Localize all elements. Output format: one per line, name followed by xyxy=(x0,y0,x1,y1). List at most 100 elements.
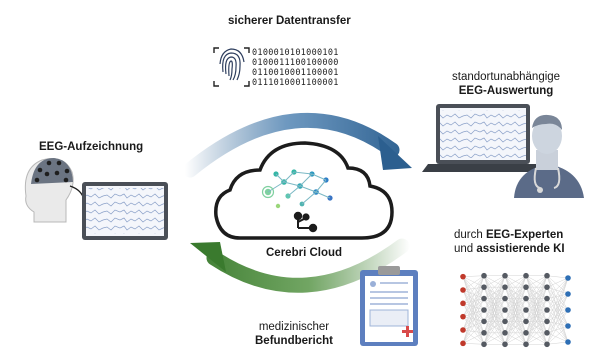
patient-head-eeg-cap xyxy=(24,158,85,223)
neural-network-edge xyxy=(546,275,569,327)
neural-network-edge xyxy=(462,286,485,304)
neural-network-edge xyxy=(504,309,527,345)
neural-network-edge xyxy=(504,275,527,333)
neural-network-edge xyxy=(546,325,569,334)
neural-network-edge xyxy=(462,298,485,304)
neural-network-node xyxy=(544,341,550,348)
neural-network-node xyxy=(481,330,487,336)
neural-network-node xyxy=(460,300,466,307)
neural-network-edge xyxy=(525,332,548,345)
neural-network-node xyxy=(460,273,466,280)
neural-network-node xyxy=(544,272,550,279)
neural-network-node xyxy=(502,307,508,313)
neural-network-edge xyxy=(462,303,485,311)
neural-network-edge xyxy=(546,275,569,343)
binary-line: 0110010001100001 xyxy=(252,68,339,78)
neural-network-edge xyxy=(546,277,569,322)
neural-network-edge xyxy=(483,332,506,345)
doctor-figure xyxy=(514,114,584,198)
neural-network-edge xyxy=(546,321,569,343)
neural-network-edge xyxy=(525,275,548,299)
neural-network-node xyxy=(544,307,550,313)
neural-network-edge xyxy=(546,298,569,343)
neural-network-edge xyxy=(462,298,485,344)
neural-network-edge xyxy=(462,275,485,291)
remote-evaluation-laptop xyxy=(422,104,544,172)
neural-network-node xyxy=(481,272,487,279)
ai-prefix: und xyxy=(454,243,477,255)
ai-bold: assistierende KI xyxy=(476,243,565,255)
neural-network-edge xyxy=(546,287,569,343)
neural-network-edge xyxy=(462,275,485,317)
neural-network-edge xyxy=(462,276,485,333)
neural-network-edge xyxy=(483,275,506,333)
neural-network-edge xyxy=(462,287,485,331)
medical-report-line1: medizinischer xyxy=(258,321,330,333)
neural-network-edge xyxy=(462,321,485,331)
neural-network-node xyxy=(544,330,550,336)
binary-line: 0100011100100000 xyxy=(252,58,339,68)
neural-network-edge xyxy=(546,275,569,295)
neural-network-node xyxy=(460,327,466,333)
neural-network-node xyxy=(460,313,466,320)
neural-network-edge xyxy=(462,275,485,331)
neural-network-edge xyxy=(525,275,548,322)
neural-network-edge xyxy=(504,332,527,345)
neural-network-edge xyxy=(462,275,485,277)
neural-network-node xyxy=(544,284,550,290)
binary-line: 0100010101000101 xyxy=(252,48,339,58)
neural-network-edge xyxy=(546,277,569,299)
neural-network-edge xyxy=(462,287,485,344)
neural-network-edge xyxy=(462,298,485,317)
neural-network-edge xyxy=(504,275,527,311)
neural-network-node xyxy=(481,284,487,290)
neural-network-node xyxy=(481,295,487,302)
neural-network-edge xyxy=(462,332,485,344)
neural-network-edge xyxy=(546,309,569,345)
neural-network-edge xyxy=(546,341,569,345)
experts-ai-label: durch EEG-Experten und assistierende KI xyxy=(454,228,565,256)
neural-network-node xyxy=(523,330,529,336)
neural-network-edge xyxy=(462,316,485,334)
neural-network-edge xyxy=(546,309,569,334)
neural-network-node xyxy=(502,272,508,279)
neural-network-edge xyxy=(462,276,485,345)
cerebri-cloud-label: Cerebri Cloud xyxy=(266,247,343,259)
neural-network-icon xyxy=(460,272,571,348)
neural-network-edge xyxy=(546,286,569,295)
remote-evaluation-line1: standortunabhängige xyxy=(452,71,561,83)
neural-network-edge xyxy=(483,275,506,288)
neural-network-edge xyxy=(504,275,527,299)
eeg-recording-label: EEG-Aufzeichnung xyxy=(39,141,144,153)
neural-network-edge xyxy=(504,275,527,345)
neural-network-node xyxy=(565,291,571,297)
neural-network-edge xyxy=(483,309,506,345)
neural-network-edge xyxy=(546,293,569,322)
neural-network-node xyxy=(565,339,571,345)
neural-network-edge xyxy=(462,289,485,311)
neural-network-edge xyxy=(462,303,485,322)
binary-data-block: 0100010101000101 0100011100100000 011001… xyxy=(252,48,339,88)
neural-network-edge xyxy=(504,321,527,345)
neural-network-edge xyxy=(546,293,569,345)
neural-network-node xyxy=(502,284,508,290)
neural-network-edge xyxy=(483,287,506,345)
neural-network-node xyxy=(460,340,466,347)
transfer-arrow-top xyxy=(182,112,412,178)
neural-network-node xyxy=(523,318,529,325)
neural-network-edge xyxy=(525,287,548,345)
neural-network-edge xyxy=(483,298,506,345)
neural-network-edge xyxy=(546,277,569,333)
neural-network-edge xyxy=(483,275,506,299)
fingerprint-icon xyxy=(213,47,250,87)
neural-network-edge xyxy=(462,309,485,331)
neural-network-edge xyxy=(483,275,506,345)
neural-network-node xyxy=(544,318,550,325)
neural-network-edge xyxy=(462,343,485,345)
neural-network-edge xyxy=(504,275,527,322)
neural-network-edge xyxy=(525,275,548,311)
neural-network-edge xyxy=(546,325,569,345)
neural-network-node xyxy=(565,307,571,313)
